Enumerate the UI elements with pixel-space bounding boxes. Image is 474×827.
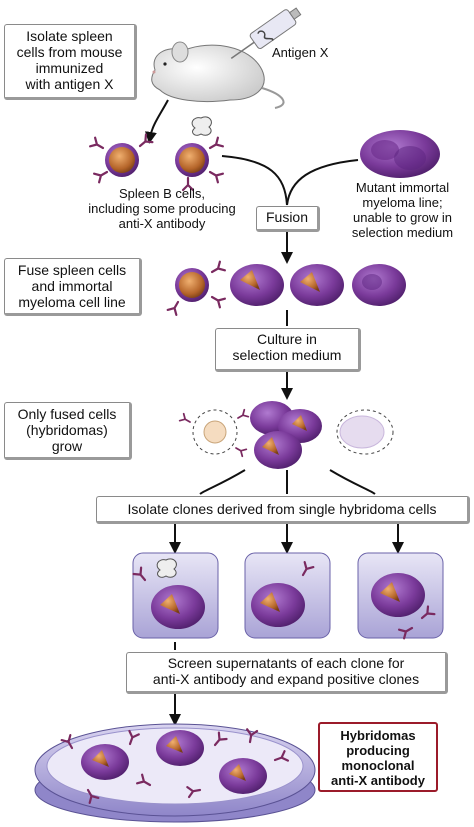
dead-myeloma-cell — [336, 409, 394, 455]
spleen-b-cell — [89, 133, 154, 184]
clone-tile — [357, 552, 444, 640]
step-label-only-fused: Only fused cells (hybridomas) grow — [4, 402, 132, 460]
screen-step: Screen supernatants of each clone for an… — [126, 652, 448, 694]
myeloma-caption: Mutant immortal myeloma line; unable to … — [351, 180, 454, 240]
result-box: Hybridomas producing monoclonal anti-X a… — [318, 722, 438, 792]
syringe-icon — [230, 7, 302, 59]
hybridoma-cell — [230, 264, 284, 306]
dead-spleen-cell — [178, 408, 250, 458]
fusion-step: Fusion — [256, 206, 320, 232]
step-label-isolate: Isolate spleen cells from mouse immunize… — [4, 24, 137, 100]
hybridoma-cell — [290, 264, 344, 306]
spleen-b-cell — [175, 136, 224, 192]
hybridoma-cluster — [250, 401, 322, 469]
spleen-cells-caption: Spleen B cells, including some producing… — [88, 186, 236, 231]
clone-tile — [132, 552, 219, 639]
myeloma-cell — [352, 264, 406, 306]
antigen-x-icon — [191, 116, 212, 136]
step-label-fuse: Fuse spleen cells and immortal myeloma c… — [4, 258, 142, 316]
culture-step: Culture in selection medium — [215, 328, 361, 372]
myeloma-cell — [360, 130, 440, 178]
antigen-x-label: Antigen X — [272, 45, 329, 60]
clone-tile — [244, 552, 331, 639]
mouse-illustration — [151, 41, 285, 109]
isolate-clones-step: Isolate clones derived from single hybri… — [96, 496, 470, 524]
petri-dish — [34, 723, 316, 823]
spleen-b-cell — [166, 260, 226, 316]
